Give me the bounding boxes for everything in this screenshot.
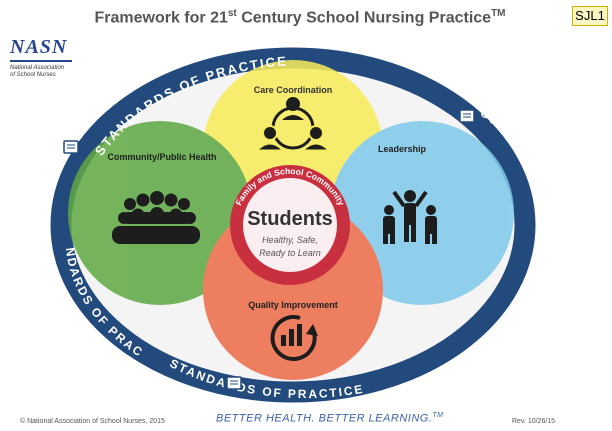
people-group-icon — [383, 190, 437, 244]
footer-copyright: © National Association of School Nurses,… — [20, 418, 165, 425]
document-icon — [63, 140, 79, 154]
care-coordination-icon — [256, 97, 330, 151]
footer-tagline: BETTER HEALTH. BETTER LEARNING.TM — [216, 412, 444, 425]
document-icon — [226, 376, 242, 390]
logo-mark: NASN — [10, 36, 68, 58]
students-label: Students — [247, 208, 333, 230]
quality-improvement-label: Quality Improvement — [248, 300, 338, 310]
logo-rule — [10, 60, 72, 62]
nasn-logo: NASN National Association of School Nurs… — [10, 36, 90, 92]
community-health-label: Community/Public Health — [107, 152, 216, 162]
students-subtitle-line1: Healthy, Safe, — [262, 235, 318, 245]
tagline-trademark: TM — [432, 412, 444, 419]
logo-org-name: National Association of School Nurses — [10, 65, 65, 78]
center-disc — [243, 178, 337, 272]
tagline-text: BETTER HEALTH. BETTER LEARNING. — [216, 412, 433, 425]
title-superscript: st — [227, 8, 237, 19]
leadership-label: Leadership — [378, 144, 427, 154]
corner-label: SJL1 — [572, 6, 608, 26]
footer-revision: Rev. 10/26/15 — [512, 418, 556, 425]
bar-chart-cycle-icon — [270, 315, 318, 361]
title-trademark: TM — [491, 8, 506, 19]
crowd-icon — [112, 191, 200, 244]
title-suffix: Century School Nursing Practice — [236, 9, 492, 27]
page-title: Framework for 21st Century School Nursin… — [70, 8, 530, 27]
care-coordination-label: Care Coordination — [254, 85, 333, 95]
students-subtitle-line2: Ready to Learn — [259, 248, 321, 258]
standards-ring — [50, 47, 536, 403]
title-prefix: Framework for 21 — [94, 9, 228, 27]
document-icon — [459, 109, 475, 123]
